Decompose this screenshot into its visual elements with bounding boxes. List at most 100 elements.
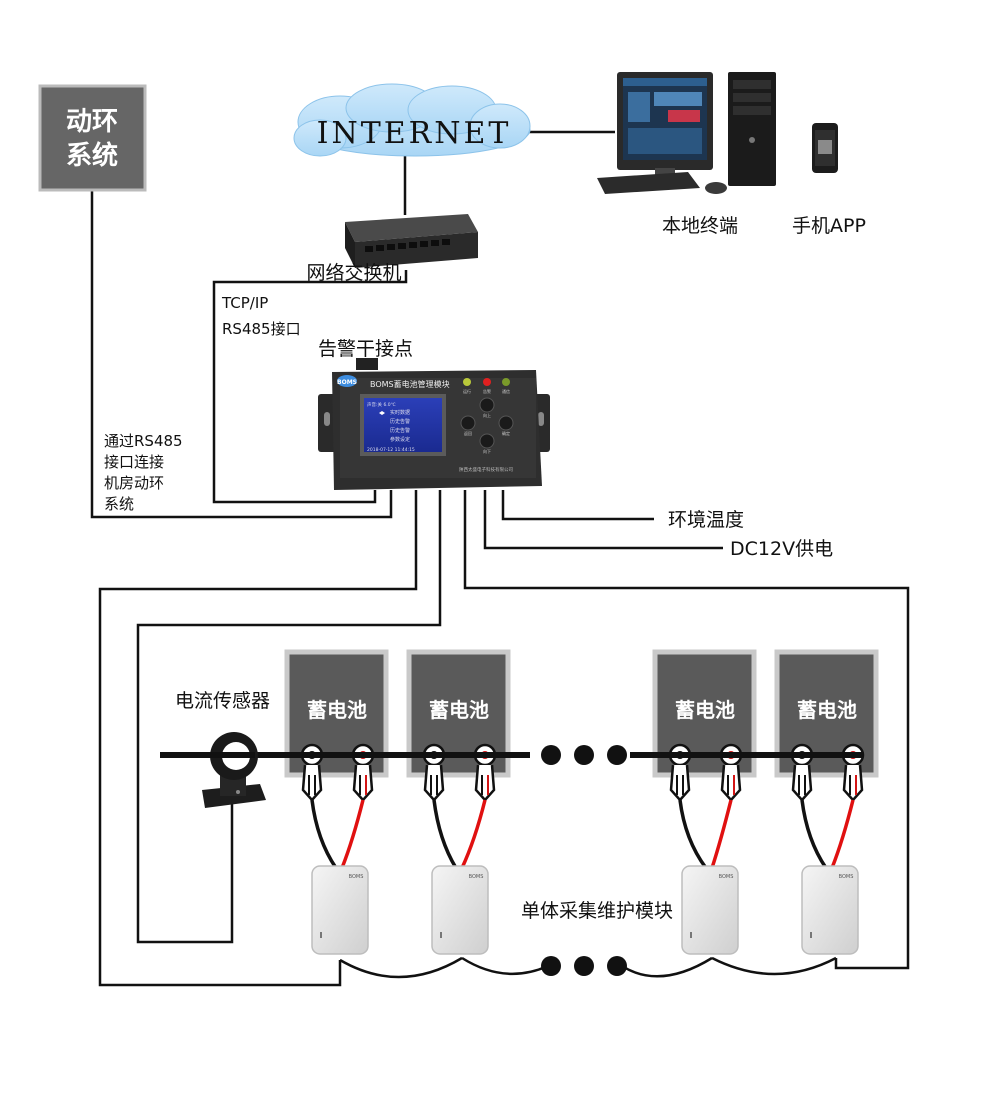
rs485-note-line4: 系统 — [104, 495, 134, 513]
cable-lug-icon — [474, 764, 496, 802]
local-terminal-computer — [597, 72, 776, 194]
button-label-back: 返回 — [464, 430, 472, 436]
wire-chain-2 — [461, 956, 549, 976]
wire-loop-right — [463, 490, 910, 970]
env-temperature-label: 环境温度 — [668, 509, 744, 531]
module-body — [801, 865, 859, 955]
screen-cursor-icon — [379, 411, 385, 415]
cable-lug-icon — [301, 764, 323, 802]
alarm-dry-contact-label: 告警干接点 — [318, 338, 413, 360]
current-sensor — [160, 732, 266, 808]
boms-management-module: BOMS BOMS蓄电池管理模块 声音:关 6.0℃ 实时数据 历史告警 历史告… — [318, 358, 550, 490]
module-led-icon — [320, 932, 322, 938]
button-down[interactable] — [479, 433, 495, 449]
cable-lug-icon — [352, 764, 374, 802]
network-switch — [345, 214, 478, 268]
module-brand: BOMS — [839, 874, 854, 880]
current-sensor-label: 电流传感器 — [175, 690, 270, 712]
dynamic-env-system-box: 动环 系统 — [38, 84, 147, 192]
mobile-app-label: 手机APP — [792, 215, 866, 237]
device-title: BOMS蓄电池管理模块 — [370, 379, 450, 389]
device-logo: BOMS — [337, 379, 357, 386]
mobile-phone — [812, 123, 838, 173]
battery-label: 蓄电池 — [797, 698, 857, 722]
module-led-icon — [440, 932, 442, 938]
cable-lug-icon — [842, 764, 864, 802]
screen-time: 2018-07-12 11:44:15 — [367, 447, 415, 453]
module-brand: BOMS — [349, 874, 364, 880]
internet-cloud: INTERNET — [293, 83, 531, 157]
wire-sensor-loop — [136, 490, 442, 944]
battery-label: 蓄电池 — [675, 698, 735, 722]
rs485-note-line2: 接口连接 — [104, 453, 164, 471]
single-module-label: 单体采集维护模块 — [521, 900, 673, 922]
cable-lug-icon — [669, 764, 691, 802]
negative-cable — [678, 799, 708, 870]
monitoring-module-2: BOMS — [431, 865, 489, 955]
dynamic-env-label-line2: 系统 — [66, 140, 118, 171]
battery-label: 蓄电池 — [307, 698, 367, 722]
led-label-comm: 通信 — [502, 388, 510, 394]
led-label-alarm: 告警 — [483, 388, 491, 394]
button-label-up: 向上 — [483, 412, 491, 418]
positive-cable — [830, 799, 855, 869]
led-label-run: 运行 — [463, 388, 471, 394]
module-brand: BOMS — [719, 874, 734, 880]
wire-chain-3 — [621, 956, 713, 978]
monitoring-module-4: BOMS — [801, 865, 859, 955]
screen-menu-3: 历史告警 — [390, 427, 410, 434]
battery-2: 蓄电池 — [406, 649, 511, 869]
screen-menu-2: 历史告警 — [390, 418, 410, 425]
wire-switch — [212, 270, 408, 504]
wire-dc12v — [483, 490, 723, 550]
module-body — [311, 865, 369, 955]
battery-1: 蓄电池 — [284, 649, 389, 869]
screen-menu-1: 实时数据 — [390, 409, 410, 416]
negative-cable — [432, 799, 458, 869]
button-label-ok: 确定 — [502, 430, 510, 436]
led-comm-icon — [502, 378, 510, 386]
rs485-port-label: RS485接口 — [222, 320, 301, 338]
positive-cable — [460, 799, 487, 869]
button-ok[interactable] — [498, 415, 514, 431]
rs485-note-line1: 通过RS485 — [104, 432, 183, 450]
module-brand: BOMS — [469, 874, 484, 880]
module-led-icon — [810, 932, 812, 938]
internet-label: INTERNET — [317, 116, 512, 151]
negative-cable — [800, 799, 828, 869]
led-run-icon — [463, 378, 471, 386]
battery-3: 蓄电池 — [652, 649, 757, 870]
rs485-note-line3: 机房动环 — [104, 474, 164, 492]
cable-lug-icon — [423, 764, 445, 802]
negative-cable — [310, 799, 338, 869]
screen-top-line: 声音:关 6.0℃ — [367, 401, 396, 408]
wire-loop-left — [98, 490, 418, 987]
button-up[interactable] — [479, 397, 495, 413]
local-terminal-label: 本地终端 — [662, 215, 738, 237]
wire-env-temp — [501, 490, 654, 521]
positive-cable — [340, 799, 365, 869]
button-back[interactable] — [460, 415, 476, 431]
battery-4: 蓄电池 — [774, 649, 879, 869]
wire-dynamic-env — [90, 190, 393, 519]
tcp-ip-label: TCP/IP — [221, 294, 268, 312]
monitoring-module-1: BOMS — [311, 865, 369, 955]
positive-cable — [710, 799, 733, 869]
button-label-down: 向下 — [483, 448, 491, 454]
module-body — [681, 865, 739, 955]
cable-lug-icon — [791, 764, 813, 802]
module-ellipsis — [541, 956, 627, 976]
monitoring-module-3: BOMS — [681, 865, 739, 955]
battery-label: 蓄电池 — [429, 698, 489, 722]
dc12v-power-label: DC12V供电 — [730, 538, 833, 560]
module-body — [431, 865, 489, 955]
wire-chain-4 — [711, 956, 837, 976]
wire-chain-1 — [339, 956, 463, 979]
cable-lug-icon — [720, 764, 742, 802]
device-company: 陕西太盛电子科技有限公司 — [459, 466, 513, 473]
dynamic-env-label-line1: 动环 — [66, 107, 118, 137]
module-led-icon — [690, 932, 692, 938]
screen-menu-4: 参数设定 — [390, 436, 410, 443]
